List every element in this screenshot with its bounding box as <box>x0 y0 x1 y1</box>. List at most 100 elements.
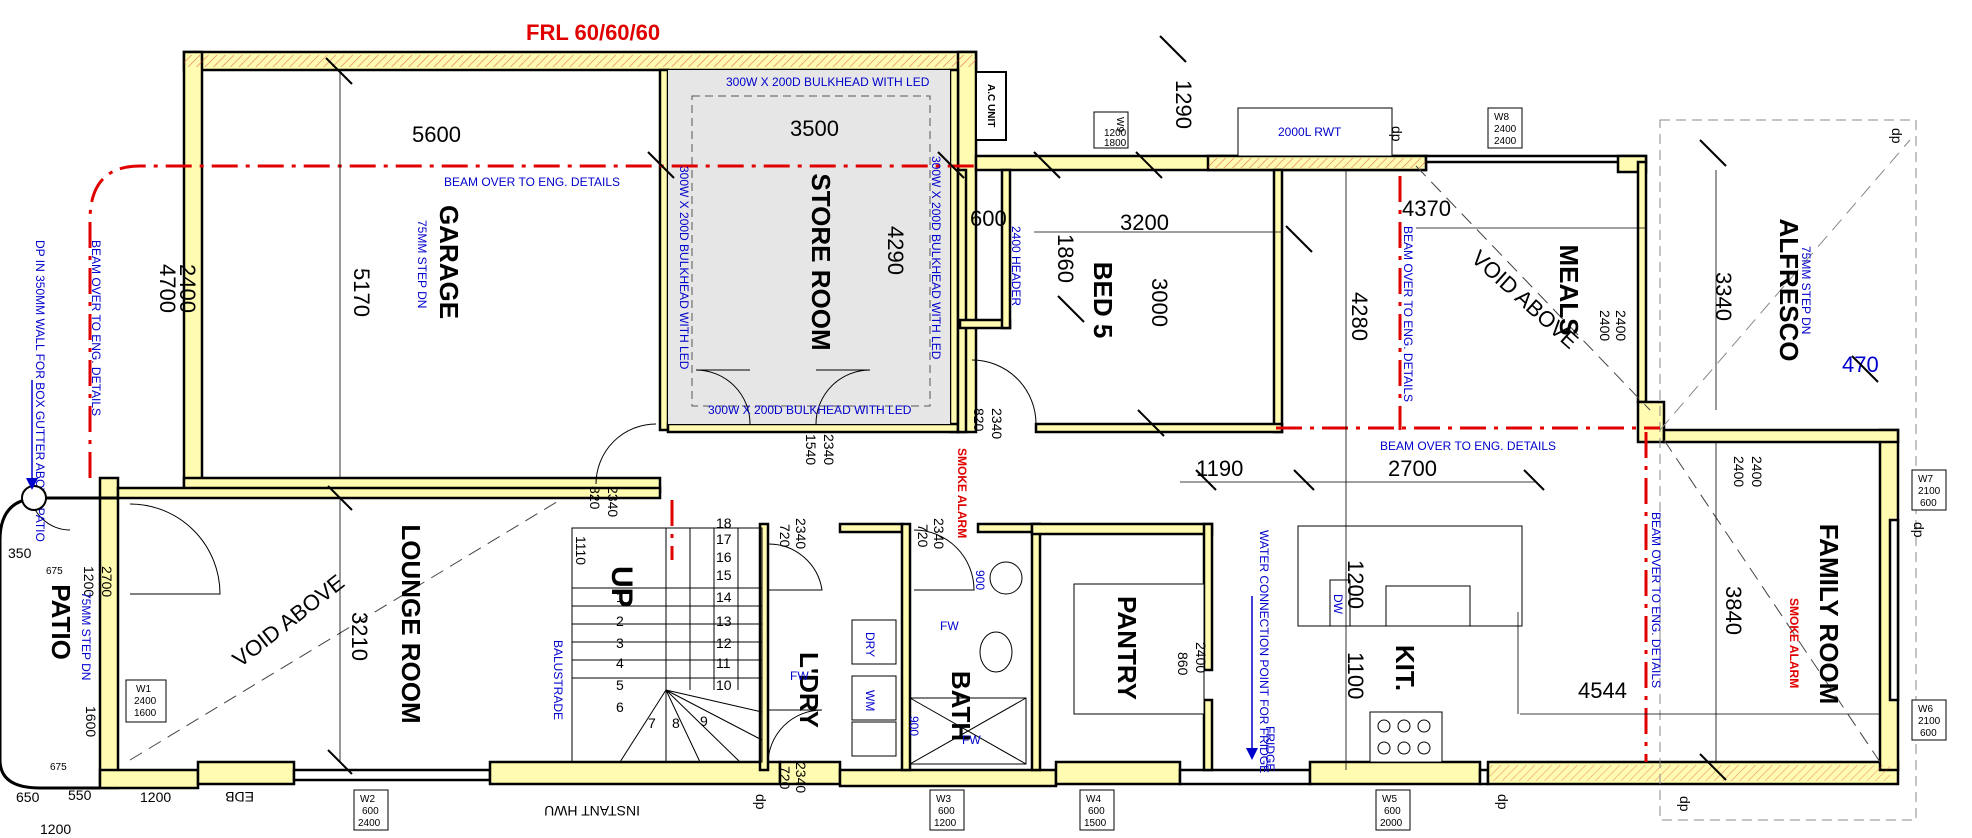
svg-text:W7: W7 <box>1918 474 1933 485</box>
note-bulkhead-bottom: 300W X 200D BULKHEAD WITH LED <box>708 403 912 417</box>
ac-label: A.C UNIT <box>985 84 996 127</box>
svg-text:600: 600 <box>1384 806 1401 817</box>
dp-label-6: dp <box>1677 796 1693 812</box>
dim-garage-w: 5600 <box>412 122 461 147</box>
svg-text:17: 17 <box>716 531 732 547</box>
dim-family-d: 3840 <box>1721 586 1746 635</box>
room-alfresco: ALFRESCO <box>1774 219 1804 362</box>
stair-up-label: UP <box>605 566 638 608</box>
dim-650: 650 <box>16 789 40 805</box>
svg-text:11: 11 <box>716 655 731 671</box>
svg-text:2000: 2000 <box>1380 818 1403 829</box>
dp-label-5: dp <box>1495 794 1511 810</box>
svg-text:1800: 1800 <box>1104 138 1127 149</box>
svg-text:600: 600 <box>362 806 379 817</box>
balustrade-label: BALUSTRADE <box>551 640 565 720</box>
svg-text:15: 15 <box>716 567 732 583</box>
dim-1860: 1860 <box>1053 234 1078 283</box>
dim-1200c: 1200 <box>140 789 171 805</box>
window-tags: W9 1200 1800 W8 2400 2400 W1 2400 1 600 W… <box>125 107 1947 831</box>
dim-store-d: 4290 <box>883 226 908 275</box>
svg-text:W6: W6 <box>1918 704 1933 715</box>
kitchen-sink <box>1385 585 1471 627</box>
svg-text:9: 9 <box>700 713 708 729</box>
dim-2340f: 2340 <box>793 762 809 793</box>
svg-text:12: 12 <box>716 635 732 651</box>
svg-text:10: 10 <box>716 677 732 693</box>
svg-text:2400: 2400 <box>1494 124 1517 135</box>
smoke-alarm-2: SMOKE ALARM <box>1787 598 1801 688</box>
svg-text:600: 600 <box>1088 806 1105 817</box>
svg-text:16: 16 <box>716 549 732 565</box>
room-bed5: BED 5 <box>1088 262 1118 339</box>
dim-675b: 675 <box>50 762 67 773</box>
stair-numbers: 1 2 3 4 5 6 7 8 9 10 11 12 13 14 15 16 1… <box>616 515 732 731</box>
room-garage: GARAGE <box>434 205 464 319</box>
dp-label-1: dp <box>1389 126 1405 142</box>
svg-text:7: 7 <box>648 715 656 731</box>
void-diagonal-meals <box>1415 165 1651 411</box>
note-bulkhead-top: 300W X 200D BULKHEAD WITH LED <box>726 75 930 89</box>
svg-text:1: 1 <box>616 589 624 605</box>
svg-text:W5: W5 <box>1382 794 1397 805</box>
dim-2340d: 2340 <box>793 518 809 549</box>
svg-text:13: 13 <box>716 613 732 629</box>
dim-820a: 820 <box>971 408 987 432</box>
note-dp: DP IN 350MM WALL FOR BOX GUTTER ABOVE PA… <box>33 240 47 542</box>
svg-text:14: 14 <box>716 589 732 605</box>
edb-label: EDB <box>225 789 254 805</box>
svg-text:18: 18 <box>716 515 732 531</box>
svg-text:W9: W9 <box>1114 117 1125 132</box>
dim-2400c: 2400 <box>1749 456 1765 487</box>
dim-2400b: 2400 <box>1597 310 1613 341</box>
fw-label-2: FW <box>940 619 959 633</box>
dim-675a: 675 <box>46 566 63 577</box>
room-kitchen: KIT. <box>1390 645 1420 691</box>
store-bulkhead-outline <box>691 95 931 407</box>
dim-1110: 1110 <box>573 536 589 565</box>
dim-1540: 1540 <box>803 434 819 465</box>
svg-text:W1: W1 <box>136 684 151 695</box>
dw-label: DW <box>1331 594 1345 615</box>
dim-store-w: 3500 <box>790 116 839 141</box>
svg-text:2400: 2400 <box>1494 136 1517 147</box>
dim-lounge-d: 3210 <box>347 612 372 661</box>
dim-1290: 1290 <box>1171 80 1196 129</box>
void-lounge-label: VOID ABOVE <box>228 569 349 672</box>
dim-2400a: 2400 <box>1613 310 1629 341</box>
toilet <box>979 631 1013 673</box>
svg-text:600: 600 <box>938 806 955 817</box>
dim-720b: 720 <box>915 524 931 548</box>
dim-600: 600 <box>970 206 1007 231</box>
svg-text:W2: W2 <box>360 794 375 805</box>
fw-label-1: FW <box>790 669 809 683</box>
note-beam-right: BEAM OVER TO ENG. DETAILS <box>1649 512 1663 688</box>
svg-text:6: 6 <box>616 699 624 715</box>
dim-1200d: 1200 <box>40 821 71 837</box>
dim-550: 550 <box>68 787 92 803</box>
room-laundry: L'DRY <box>794 652 824 728</box>
smoke-alarm-1: SMOKE ALARM <box>955 448 969 538</box>
svg-text:W3: W3 <box>936 794 951 805</box>
dim-1100: 1100 <box>1343 652 1368 699</box>
dim-2700: 2700 <box>1388 456 1437 481</box>
room-bath: BATH <box>946 671 976 741</box>
note-step-patio: 75MM STEP DN <box>79 592 93 680</box>
svg-text:2400: 2400 <box>358 818 381 829</box>
note-header: 2400 HEADER <box>1009 226 1023 306</box>
dim-1200a: 1200 <box>81 566 97 597</box>
fire-rating-label: FRL 60/60/60 <box>526 20 660 45</box>
svg-text:5: 5 <box>616 677 624 693</box>
dp-label-4: dp <box>753 794 769 810</box>
dim-2400e: 2400 <box>1193 642 1209 673</box>
room-lounge: LOUNGE ROOM <box>396 524 426 723</box>
dim-1200b: 1200 <box>1343 560 1368 609</box>
dim-meals-w: 4370 <box>1402 196 1451 221</box>
dim-garage-side1: 2400 <box>175 264 200 313</box>
dim-2340b: 2340 <box>989 408 1005 439</box>
dp-label-3: dp <box>1911 522 1927 538</box>
rwt-tank <box>1237 107 1393 157</box>
svg-text:W8: W8 <box>1494 112 1509 123</box>
dim-alfresco-d: 3340 <box>1711 272 1736 321</box>
